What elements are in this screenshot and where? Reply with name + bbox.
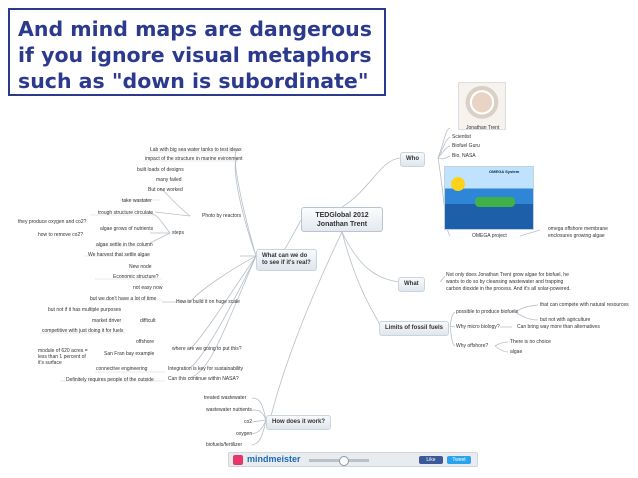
omega-note-line-2: enclosures growing algae bbox=[548, 233, 605, 239]
limits-sub-item[interactable]: Can bring way more than alternatives bbox=[517, 324, 600, 330]
how-item[interactable]: oxygen bbox=[236, 431, 253, 437]
wcwd-item[interactable]: offshore bbox=[136, 339, 154, 345]
wcwd-item[interactable]: New node bbox=[129, 264, 152, 270]
wcwd-item[interactable]: algae grows of nutrients bbox=[100, 226, 154, 232]
who-item[interactable]: Jonathan Trent bbox=[466, 125, 500, 131]
wcwd-item[interactable]: difficult bbox=[140, 318, 156, 324]
limits-sub-item[interactable]: There is no choice bbox=[510, 339, 551, 345]
who-item[interactable]: Biofuel Guru bbox=[452, 143, 480, 149]
wcwd-item[interactable]: competitive with just doing it for fuels bbox=[42, 328, 124, 334]
what-text-line-3: carbon dioxide in the process. And it's … bbox=[446, 286, 571, 292]
hub-how-does-it-work[interactable]: How does it work? bbox=[266, 415, 332, 430]
hub-who[interactable]: Who bbox=[400, 152, 425, 167]
wcwd-item[interactable]: Economic structure? bbox=[113, 274, 159, 280]
how-item[interactable]: biofuels/fertilizer bbox=[206, 442, 243, 448]
wcwd-item[interactable]: module of 620 acres = less than 1 percen… bbox=[38, 348, 88, 366]
hub-what[interactable]: What bbox=[398, 277, 425, 292]
limits-item[interactable]: possible to produce biofuels bbox=[456, 309, 518, 315]
mindmeister-toolbar: mindmeister Like Tweet bbox=[228, 452, 478, 467]
limits-sub-item[interactable]: but not with agriculture bbox=[540, 317, 591, 323]
wcwd-item[interactable]: How to build it on huge scale bbox=[176, 299, 240, 305]
who-item[interactable]: Scientist bbox=[452, 134, 471, 140]
wcwd-item[interactable]: Lab with big sea water tanks to test ide… bbox=[150, 147, 242, 153]
jonathan-trent-photo bbox=[458, 82, 506, 130]
wcwd-item[interactable]: San Fran bay example bbox=[104, 351, 155, 357]
wcwd-item[interactable]: take wastater bbox=[122, 198, 152, 204]
how-item[interactable]: treated wastewater bbox=[204, 395, 247, 401]
hub-limits-fossil-fuels[interactable]: Limits of fossil fuels bbox=[379, 321, 450, 336]
hub-what-can-we-do-line-2: to see if it's real? bbox=[262, 260, 311, 266]
wcwd-item[interactable]: algae settle in the column bbox=[96, 242, 153, 248]
wcwd-item[interactable]: We harvest that settle algae bbox=[88, 252, 150, 258]
center-line-2: Jonathan Trent bbox=[316, 220, 368, 228]
wcwd-item[interactable]: but not if it has multiple purposes bbox=[48, 307, 122, 313]
hub-what-can-we-do-line-1: What can we do bbox=[262, 253, 308, 259]
omega-system-image: OMEGA System bbox=[444, 166, 534, 230]
omega-note-line-1: omega offshore membrane bbox=[548, 226, 608, 232]
hub-what-can-we-do[interactable]: What can we do to see if it's real? bbox=[256, 249, 317, 271]
wcwd-item[interactable]: many failed bbox=[156, 177, 182, 183]
center-node[interactable]: TEDGlobal 2012 Jonathan Trent bbox=[301, 207, 383, 232]
wcwd-item[interactable]: they produce oxygen and co2? bbox=[18, 219, 87, 225]
wcwd-item[interactable]: steps bbox=[172, 230, 184, 236]
omega-caption: OMEGA System bbox=[489, 169, 520, 174]
limits-sub-item[interactable]: that can compete with natural resources bbox=[540, 302, 629, 308]
tweet-button[interactable]: Tweet bbox=[447, 456, 471, 464]
sun-icon bbox=[451, 177, 465, 191]
wcwd-item[interactable]: Integration is key for sustainability bbox=[168, 366, 244, 372]
limits-sub-item[interactable]: algae bbox=[510, 349, 523, 355]
how-item[interactable]: wastewater nutrients bbox=[206, 407, 252, 413]
wcwd-item[interactable]: But one worked bbox=[148, 187, 183, 193]
who-item[interactable]: OMEGA project bbox=[472, 233, 507, 239]
wcwd-item[interactable]: trough structure circulate bbox=[98, 210, 154, 216]
limits-item[interactable]: Why micro biology? bbox=[456, 324, 500, 330]
like-button[interactable]: Like bbox=[419, 456, 443, 464]
wcwd-item[interactable]: Definitely requires people of the outsid… bbox=[66, 377, 154, 383]
wcwd-item[interactable]: not easy now bbox=[133, 285, 163, 291]
how-item[interactable]: co2 bbox=[244, 419, 253, 425]
center-line-1: TEDGlobal 2012 bbox=[315, 212, 369, 219]
mindmeister-brand[interactable]: mindmeister bbox=[247, 454, 301, 464]
limits-item[interactable]: Why offshore? bbox=[456, 343, 489, 349]
title-line-3: such as "down is subordinate" bbox=[18, 69, 369, 93]
wcwd-item[interactable]: built loads of designs bbox=[137, 167, 184, 173]
slide-title-box: And mind maps are dangerous if you ignor… bbox=[8, 8, 386, 96]
wcwd-item[interactable]: market driver bbox=[92, 318, 122, 324]
wcwd-item[interactable]: how to remove co2? bbox=[38, 232, 84, 238]
who-item[interactable]: Bio, NASA bbox=[452, 153, 476, 159]
wcwd-item[interactable]: Can this continue within NASA? bbox=[168, 376, 239, 382]
mindmeister-logo-icon bbox=[233, 455, 243, 465]
title-line-2: if you ignore visual metaphors bbox=[18, 43, 372, 67]
what-text-line-2: wants to do so by cleansing wastewater a… bbox=[446, 279, 564, 285]
wcwd-item[interactable]: Photo by reactors bbox=[202, 213, 242, 219]
wcwd-item[interactable]: but we don't have a lot of time bbox=[90, 296, 157, 302]
wcwd-item[interactable]: where are we going to put this? bbox=[172, 346, 242, 352]
title-line-1: And mind maps are dangerous bbox=[18, 17, 372, 41]
membrane-icon bbox=[475, 197, 515, 207]
wcwd-item[interactable]: impact of the structure in marine eviron… bbox=[145, 156, 243, 162]
what-text-line-1: Not only does Jonathan Trent grow algae … bbox=[446, 272, 569, 278]
wcwd-item[interactable]: connective engineering bbox=[96, 366, 148, 372]
zoom-slider-knob[interactable] bbox=[339, 456, 349, 466]
